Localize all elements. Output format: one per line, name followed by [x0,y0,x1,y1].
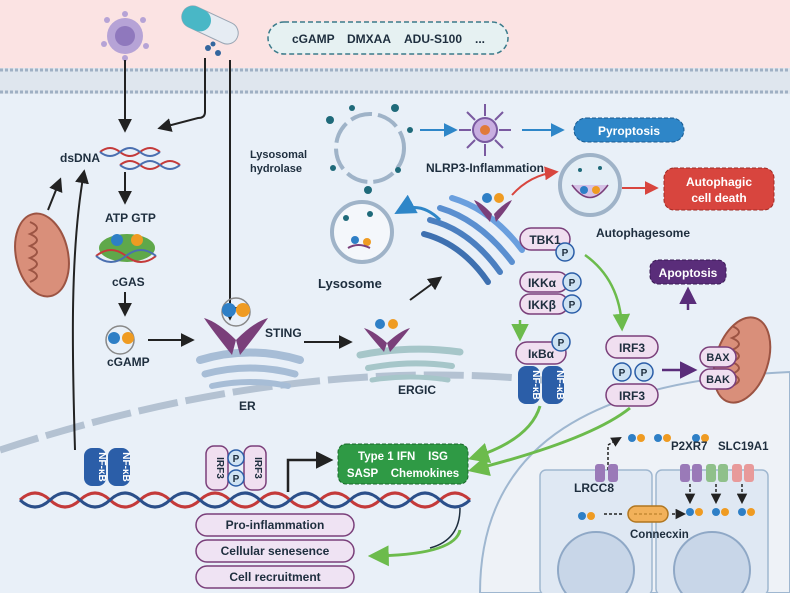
svg-text:P: P [558,338,565,349]
p2xr7-channel [680,464,702,482]
slc19a1-label: SLC19A1 [718,441,769,453]
entry-arrows [118,58,237,321]
drug-cgamp: cGAMP [292,32,335,46]
svg-text:IKKβ: IKKβ [528,298,556,312]
lysosomal-hydrolase-label-1: Lysosomal [250,149,307,161]
svg-text:Cellular senesence: Cellular senesence [221,544,330,558]
svg-text:Autophagic: Autophagic [686,175,752,189]
endoplasmic-reticulum [196,348,304,389]
atp-gtp-label: ATP GTP [105,211,156,225]
cgas-enzyme-icon [95,234,157,263]
nlrp3-label: NLRP3-Inflammation [426,161,544,175]
svg-text:TBK1: TBK1 [529,233,561,247]
autophagosome-icon [558,153,622,217]
effect-cellular-senescence: Cellular senesence [195,539,355,563]
lysosomal-hydrolase-label-2: hydrolase [250,163,302,175]
induced-genes-box: Type 1 IFN ISG SASP Chemokines [337,443,469,485]
transporter-arrows [684,484,748,505]
ergic-organelle [356,345,464,383]
svg-text:BAK: BAK [706,374,730,386]
svg-text:NF-κB: NF-κB [96,452,107,481]
drug-more: ... [475,32,485,46]
svg-text:P: P [233,454,240,465]
svg-text:Pro-inflammation: Pro-inflammation [226,518,325,532]
sting-ergic-icon [364,319,410,352]
svg-text:Cell recruitment: Cell recruitment [229,570,320,584]
mitochondrion-icon [14,212,70,298]
drug-dmxaa: DMXAA [347,32,391,46]
lysosome-icon [330,200,394,264]
svg-text:IKKα: IKKα [528,276,557,290]
cgamp-molecule-icon [105,325,135,355]
nfkb-nuclear-icon: NF-κB NF-κB [84,448,131,486]
svg-text:NF-κB: NF-κB [554,370,565,399]
pyroptosis-outcome: Pyroptosis [573,117,685,143]
svg-text:IκBα: IκBα [528,347,555,361]
svg-text:P: P [619,368,626,379]
svg-text:NF-κB: NF-κB [530,370,541,399]
autophagic-cell-death-outcome: Autophagic cell death [663,167,775,211]
svg-text:Pyroptosis: Pyroptosis [598,124,660,138]
ikk-complex: IKKα IKKβ P P [519,271,582,315]
sting-agonists-box: cGAMP DMXAA ADU-S100 ... [267,21,509,55]
hydrolase-vesicle-icon [326,104,413,194]
effect-cell-recruitment: Cell recruitment [195,565,355,589]
svg-text:NF-κB: NF-κB [120,452,131,481]
cgamp-transfer-molecules [578,434,755,520]
irf3-nuclear-icon: IRF3 IRF3 P P [205,445,267,491]
svg-text:P: P [562,248,569,259]
tbk1-complex: TBK1 P [519,227,575,262]
svg-text:P: P [641,368,648,379]
bax-bak-mitochondrion: BAX BAK [699,316,772,404]
svg-text:IRF3: IRF3 [619,341,645,355]
drug-adu-s100: ADU-S100 [404,32,462,46]
svg-text:P: P [233,474,240,485]
dna-helix-icon [18,491,472,509]
dsdna-strands-icon [99,147,181,170]
cgas-label: cGAS [112,275,145,289]
sting-golgi-icon [474,193,512,222]
slc19a1-channel [706,464,754,482]
nlrp3-inflammasome-icon [459,104,511,156]
drug-capsule-icon [181,5,239,56]
sting-label: STING [265,326,302,340]
irf3-dimer: IRF3 P P IRF3 [605,335,659,407]
virus-icon [101,11,149,61]
svg-text:P: P [569,300,576,311]
lysosome-label: Lysosome [318,276,382,291]
genes-line-1: Type 1 IFN ISG [358,451,448,463]
lrcc8-channel [595,464,618,482]
svg-text:Apoptosis: Apoptosis [659,266,718,280]
svg-text:P: P [569,278,576,289]
svg-text:BAX: BAX [706,352,730,364]
svg-text:cell death: cell death [691,191,746,205]
ikba-nfkb-complex: IκBα P NF-κB NF-κB [515,332,571,404]
apoptosis-outcome: Apoptosis [649,259,727,285]
svg-text:IRF3: IRF3 [214,457,225,479]
dsdna-label: dsDNA [60,151,100,165]
p2xr7-label: P2XR7 [671,441,707,453]
plasma-membrane [0,68,790,94]
svg-text:IRF3: IRF3 [252,457,263,479]
ergic-label: ERGIC [398,383,436,397]
genes-line-2: SASP Chemokines [347,468,459,480]
effect-pro-inflammation: Pro-inflammation [195,513,355,537]
connexin-label: Connecxin [630,529,689,541]
connexin-gap-junction [627,505,669,523]
lrcc8-label: LRCC8 [574,481,614,495]
autophagesome-label: Autophagesome [596,226,690,240]
cgamp-label: cGAMP [107,355,150,369]
er-label: ER [239,399,256,413]
svg-text:IRF3: IRF3 [619,389,645,403]
sting-dimer-icon [204,297,268,355]
